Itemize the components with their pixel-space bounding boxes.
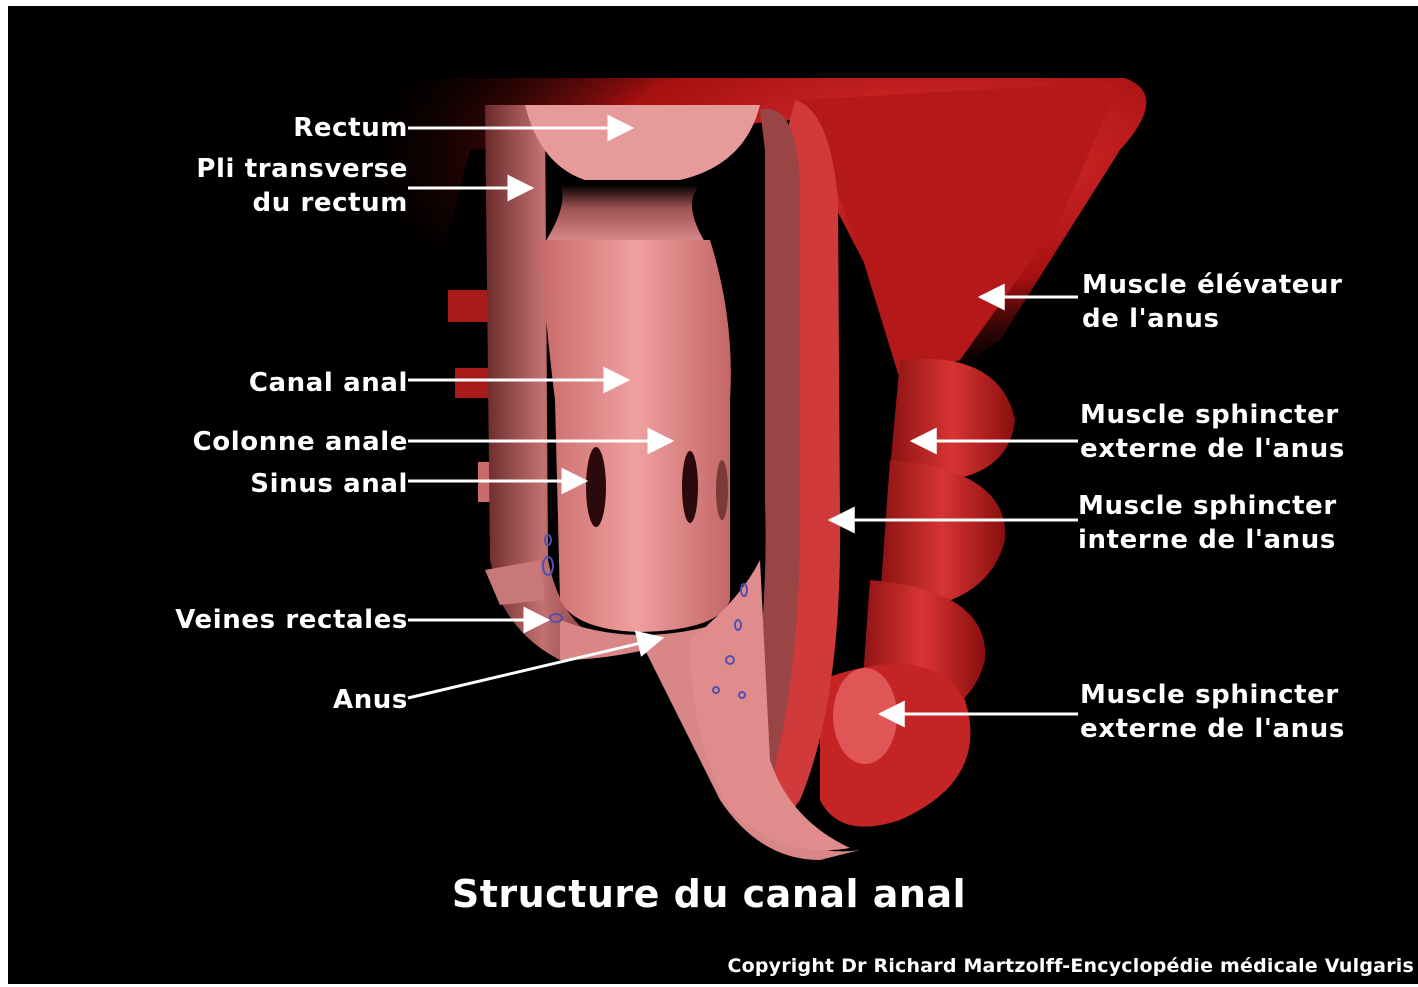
anal-sinus-2 [682,451,698,523]
anal-canal-body [540,240,731,632]
rectum-lumen-top [525,105,760,180]
copyright-notice: Copyright Dr Richard Martzolff-Encyclopé… [727,955,1414,977]
external-sphincter-cut-face [833,668,897,764]
diagram-title: Structure du canal anal [0,872,1418,916]
label-veines-rectales: Veines rectales [175,603,408,637]
left-muscle-fin-2 [455,368,490,398]
anal-sinus-1 [586,447,606,527]
label-muscle-elevateur: Muscle élévateur de l'anus [1082,268,1343,336]
label-sinus-anal: Sinus anal [250,467,408,501]
label-colonne-anale: Colonne anale [193,425,408,459]
label-sphincter-externe-2: Muscle sphincter externe de l'anus [1080,678,1345,746]
external-sphincter-band-1 [890,359,1015,480]
arrow-anus [408,638,662,698]
label-sphincter-externe-1: Muscle sphincter externe de l'anus [1080,398,1345,466]
label-pli-transverse: Pli transverse du rectum [196,152,408,220]
label-anus: Anus [333,683,408,717]
left-muscle-fin-1 [448,290,488,322]
label-sphincter-interne: Muscle sphincter interne de l'anus [1078,489,1337,557]
label-canal-anal: Canal anal [249,366,408,400]
anal-sinus-3 [716,460,728,520]
label-rectum: Rectum [293,111,408,145]
